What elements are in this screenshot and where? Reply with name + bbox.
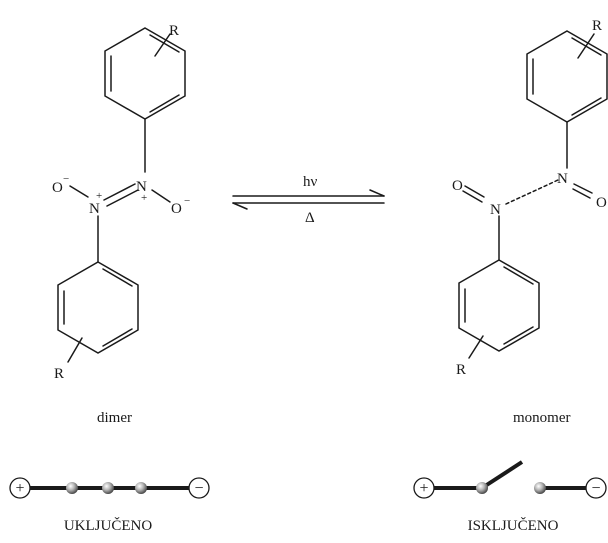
dimer-bottom-r-bond	[67, 337, 83, 363]
switch-on-plus: +	[15, 480, 24, 497]
dimer-top-r-bond	[154, 33, 171, 57]
monomer-r-bottom: R	[456, 362, 466, 378]
dimer-r-top: R	[169, 23, 179, 39]
switch-on-minus: −	[194, 480, 203, 497]
dimer-n-left: N	[89, 201, 100, 217]
forward-label: hν	[303, 174, 318, 190]
switch-off-bead-2	[534, 482, 546, 494]
dimer-labels: R R O − N + N + O − dimer	[52, 23, 190, 426]
monomer-o-left: O	[452, 178, 463, 194]
monomer-o-right: O	[596, 195, 607, 211]
dimer-bottom-ring	[57, 261, 139, 354]
dimer-o-right-charge: −	[184, 195, 190, 207]
dimer-structure	[57, 27, 186, 363]
monomer-r-top: R	[592, 18, 602, 34]
dimer-o-right: O	[171, 201, 182, 217]
switch-off-plus: +	[419, 480, 428, 497]
dimer-n-right-charge: +	[141, 192, 147, 204]
switch-off: + − ISKLJUČENO	[413, 460, 607, 534]
monomer-bottom-r-bond	[468, 335, 484, 359]
monomer-top-ring	[526, 30, 608, 123]
switch-on-bead-3	[135, 482, 147, 494]
monomer-bottom-ring	[458, 259, 540, 352]
monomer-labels: R R O N N O monomer	[452, 18, 607, 426]
dimer-o-left: O	[52, 180, 63, 196]
switch-on-minus-terminal	[188, 477, 210, 499]
dimer-caption: dimer	[97, 410, 132, 426]
dimer-top-ring	[104, 27, 186, 120]
reverse-label: Δ	[305, 210, 315, 226]
monomer-dashed-bond	[505, 179, 559, 205]
switch-off-minus-terminal	[585, 477, 607, 499]
monomer-n-right: N	[557, 171, 568, 187]
dimer-n-right: N	[136, 179, 147, 195]
monomer-structure	[458, 30, 608, 359]
dimer-o-left-charge: −	[63, 173, 69, 185]
monomer-n-left: N	[490, 202, 501, 218]
equilibrium-arrows	[232, 189, 385, 210]
switch-off-bead-1	[476, 482, 488, 494]
switch-on-label: UKLJUČENO	[64, 517, 152, 534]
dimer-n-left-charge: +	[96, 190, 102, 202]
monomer-caption: monomer	[513, 410, 571, 426]
switch-off-lever	[480, 460, 524, 490]
switch-off-label: ISKLJUČENO	[468, 517, 559, 534]
switch-off-minus: −	[591, 480, 600, 497]
switch-on: + − UKLJUČENO	[9, 477, 210, 534]
switch-on-bead-1	[66, 482, 78, 494]
switch-on-bead-2	[102, 482, 114, 494]
dimer-r-bottom: R	[54, 366, 64, 382]
monomer-top-r-bond	[577, 33, 595, 59]
